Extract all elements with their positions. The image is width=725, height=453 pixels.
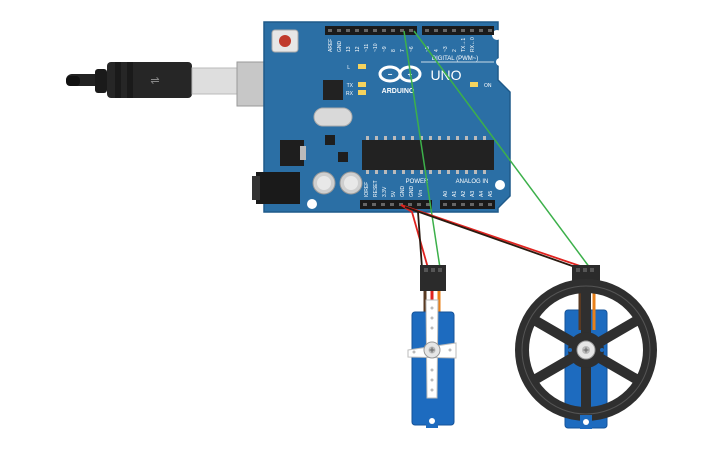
digital-pin-label-11: 4	[434, 49, 440, 52]
mounting-hole	[495, 180, 505, 190]
power-jack[interactable]	[256, 172, 300, 204]
led-tx-label: TX	[347, 83, 354, 89]
digital-pin-label-1: GND	[337, 41, 343, 53]
digital-pin-label-3: 12	[355, 46, 361, 52]
digital-pin-label-4: ~11	[364, 44, 370, 52]
signal-wire-servo-1[interactable]	[403, 30, 441, 269]
digital-pin-label-0: AREF	[328, 39, 334, 52]
bottom-header-sockets	[363, 203, 492, 206]
analog-pin-label-3: A3	[470, 191, 476, 197]
digital-header-sockets	[328, 29, 492, 32]
signal-wire-servo-2[interactable]	[413, 30, 591, 269]
usb-chip	[323, 80, 343, 100]
power-header-label: POWER	[406, 179, 429, 185]
wires	[400, 30, 591, 269]
digital-pin-label-9: ~6	[409, 46, 415, 52]
power-pin-label-3: 5V	[391, 190, 397, 197]
microcontroller-chip	[362, 140, 494, 170]
led-on	[470, 82, 478, 87]
power-pin-label-6: Vin	[418, 190, 424, 197]
power-header[interactable]	[360, 200, 432, 209]
usb-symbol-icon: ⇌	[150, 75, 159, 87]
analog-pin-label-1: A1	[452, 191, 458, 197]
led-l-label: L	[347, 65, 350, 71]
power-pin-label-1: RESET	[373, 180, 379, 197]
analog-header[interactable]	[440, 200, 495, 209]
mounting-hole	[307, 199, 317, 209]
svg-text:−: −	[388, 70, 393, 79]
analog-pin-label-4: A4	[479, 191, 485, 197]
led-tx	[358, 82, 366, 87]
ground-wire-servo-2[interactable]	[404, 206, 579, 269]
led-l	[358, 64, 366, 69]
power-pin-label-5: GND	[409, 186, 415, 198]
power-pin-label-2: 3.3V	[382, 186, 388, 197]
led-rx	[358, 90, 366, 95]
digital-header-right[interactable]	[422, 26, 494, 35]
servo-motor-1[interactable]	[407, 265, 457, 428]
digital-pin-label-5: ~10	[373, 43, 379, 52]
digital-pin-label-15: RX←0	[470, 37, 476, 52]
analog-pin-label-0: A0	[443, 191, 449, 197]
chip-pins	[366, 136, 486, 174]
power-pin-label-4: GND	[400, 186, 406, 198]
analog-pin-label-5: A5	[488, 191, 494, 197]
mounting-hole	[492, 30, 502, 40]
led-on-label: ON	[484, 83, 492, 89]
digital-pin-label-7: 8	[391, 49, 397, 52]
brand-text: ARDUINO	[382, 88, 415, 95]
digital-pin-label-8: 7	[400, 49, 406, 52]
digital-header-label: DIGITAL (PWM~)	[432, 56, 479, 62]
digital-pin-label-13: 2	[452, 49, 458, 52]
crystal-oscillator	[313, 107, 353, 127]
power-wire-servo-1[interactable]	[400, 204, 429, 269]
analog-header-label: ANALOG IN	[456, 179, 489, 185]
digital-pin-label-2: 13	[346, 46, 352, 52]
analog-pin-label-2: A2	[461, 191, 467, 197]
led-rx-label: RX	[346, 91, 354, 97]
mounting-hole	[496, 58, 504, 66]
digital-header-left[interactable]	[325, 26, 417, 35]
digital-pin-label-6: ~9	[382, 46, 388, 52]
digital-pin-label-12: ~3	[443, 46, 449, 52]
power-wire-servo-2[interactable]	[400, 204, 587, 269]
wheel	[515, 279, 657, 421]
digital-pin-label-14: TX→1	[461, 38, 467, 52]
power-pin-label-0: IOREF	[364, 182, 370, 197]
servo-motor-2[interactable]	[515, 265, 657, 429]
